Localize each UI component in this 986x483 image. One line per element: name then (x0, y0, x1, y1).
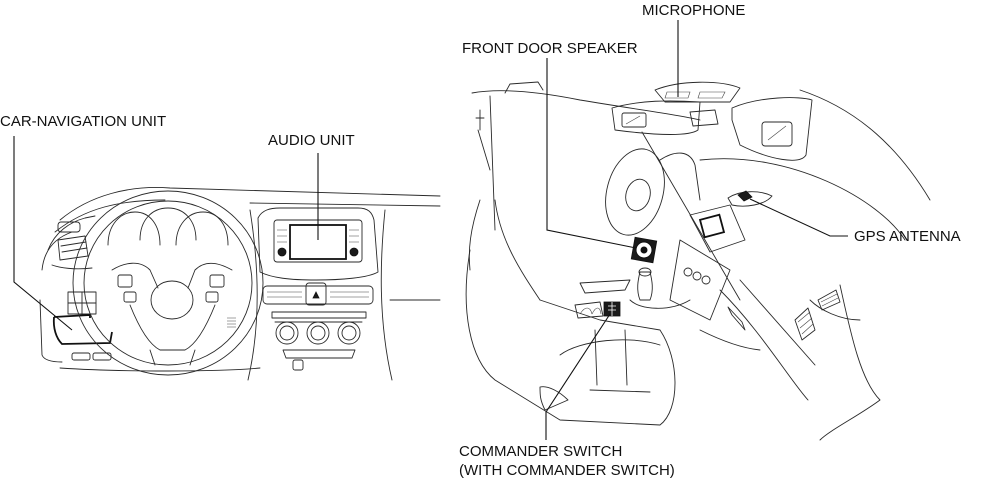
label-microphone: MICROPHONE (642, 2, 746, 19)
label-front-door-speaker: FRONT DOOR SPEAKER (462, 40, 638, 57)
car-navigation-unit-shape (52, 314, 113, 345)
cabin-drawing (465, 81, 931, 441)
label-audio-unit: AUDIO UNIT (268, 132, 355, 149)
label-commander-switch: COMMANDER SWITCH (459, 443, 623, 460)
label-commander-switch-note: (WITH COMMANDER SWITCH) (459, 462, 675, 479)
gps-antenna-shape (737, 190, 753, 202)
front-door-speaker-leader-line (546, 58, 637, 249)
commander-switch-leader-line (545, 313, 611, 440)
gps-antenna-leader-line (749, 198, 848, 237)
label-car-navigation-unit: CAR-NAVIGATION UNIT (0, 113, 167, 130)
car-navigation-leader-line (13, 136, 73, 331)
label-gps-antenna: GPS ANTENNA (854, 228, 961, 245)
dashboard-drawing (39, 187, 441, 381)
